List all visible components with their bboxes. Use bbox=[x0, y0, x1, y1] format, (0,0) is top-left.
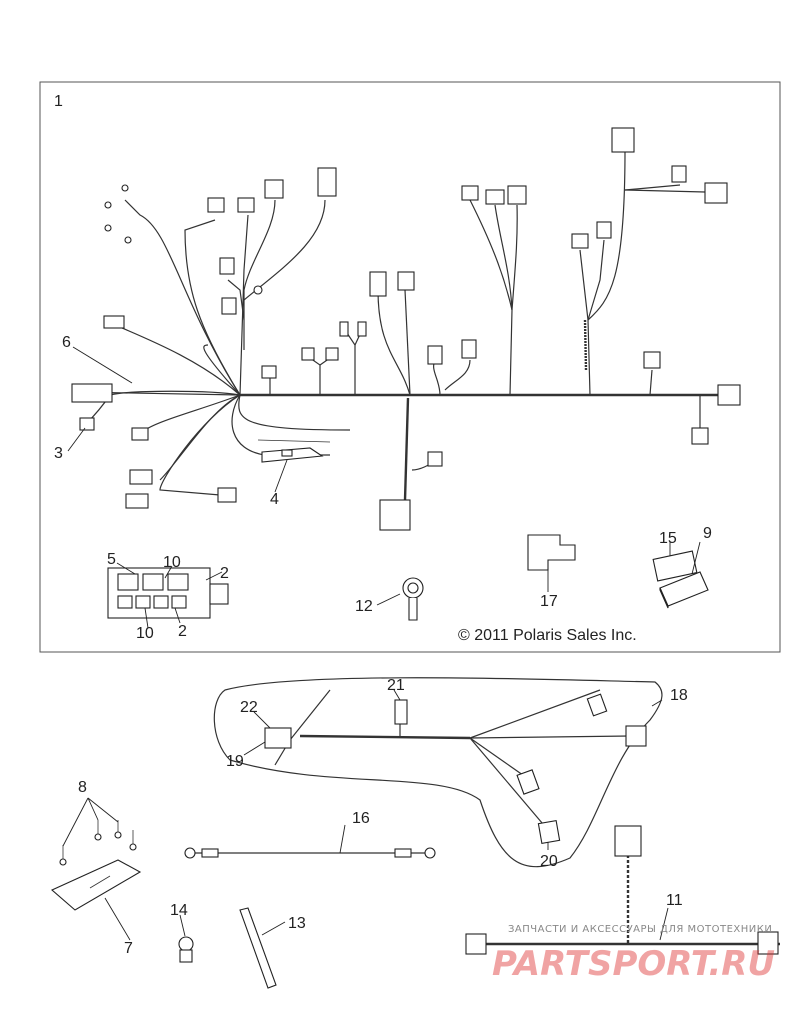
callout-6: 6 bbox=[62, 334, 71, 351]
main-harness bbox=[74, 149, 722, 501]
extension-harness bbox=[465, 825, 780, 955]
grommet bbox=[402, 577, 424, 621]
copyright-notice: © 2011 Polaris Sales Inc. bbox=[458, 627, 637, 644]
callout-19: 19 bbox=[226, 753, 244, 770]
sub-harness bbox=[264, 689, 647, 845]
callout-11: 11 bbox=[666, 892, 683, 909]
sub-harness-outline bbox=[213, 677, 663, 868]
callout-8: 8 bbox=[78, 779, 87, 796]
callout-1: 1 bbox=[54, 93, 63, 110]
callout-13: 13 bbox=[288, 915, 306, 932]
callout-14: 14 bbox=[170, 902, 188, 919]
watermark-logo: PARTSPORT.RU bbox=[492, 944, 775, 984]
callout-16: 16 bbox=[352, 810, 370, 827]
callout-4: 4 bbox=[270, 491, 279, 508]
callout-12: 12 bbox=[355, 598, 373, 615]
watermark: ЗАПЧАСТИ И АКСЕССУАРЫ ДЛЯ МОТОТЕХНИКИ PA… bbox=[492, 924, 775, 984]
callout-20: 20 bbox=[540, 853, 558, 870]
callout-7: 7 bbox=[124, 940, 133, 957]
callout-9: 9 bbox=[703, 525, 712, 542]
screws bbox=[59, 820, 137, 866]
leader-lines bbox=[62, 346, 701, 941]
callout-2-bottom: 2 bbox=[178, 623, 187, 640]
callout-21: 21 bbox=[387, 677, 405, 694]
callout-3: 3 bbox=[54, 445, 63, 462]
relay-block bbox=[652, 550, 709, 609]
callout-22: 22 bbox=[240, 699, 258, 716]
callout-numbers: 1 6 3 4 5 10 2 10 2 12 17 15 9 © 2011 Po… bbox=[54, 93, 712, 957]
callout-2-top: 2 bbox=[220, 565, 229, 582]
bracket bbox=[527, 534, 576, 571]
main-assembly-frame bbox=[39, 81, 781, 653]
cable-ties bbox=[257, 439, 331, 463]
callout-17: 17 bbox=[540, 593, 558, 610]
mounting-plate bbox=[50, 859, 142, 911]
tube bbox=[239, 907, 277, 989]
ground-cable bbox=[184, 847, 436, 859]
callout-10-bottom: 10 bbox=[136, 625, 154, 642]
harness-connectors bbox=[71, 127, 741, 531]
callout-15: 15 bbox=[659, 530, 677, 547]
fuse-relay-box bbox=[107, 567, 229, 619]
callout-10-top: 10 bbox=[163, 554, 181, 571]
watermark-tagline: ЗАПЧАСТИ И АКСЕССУАРЫ ДЛЯ МОТОТЕХНИКИ bbox=[508, 924, 772, 935]
callout-5: 5 bbox=[107, 551, 116, 568]
callout-18: 18 bbox=[670, 687, 688, 704]
clip bbox=[178, 936, 194, 963]
